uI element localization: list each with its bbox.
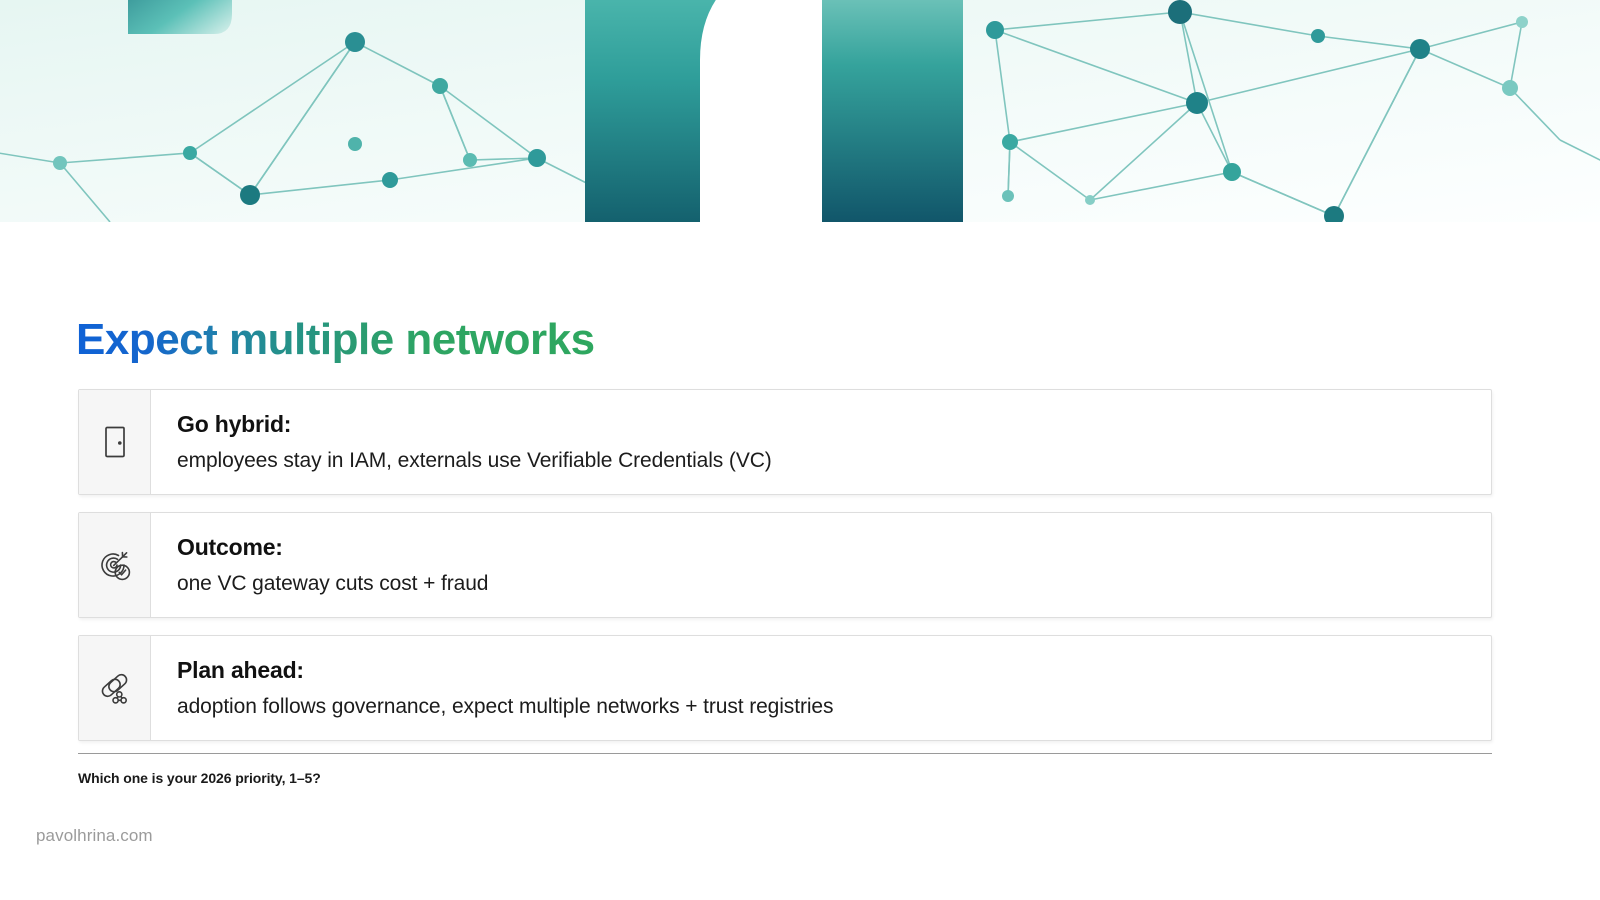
target-check-icon-cell [79, 513, 151, 618]
point-card-body: Plan ahead: adoption follows governance,… [151, 636, 1491, 740]
page-title: Expect multiple networks [76, 315, 595, 364]
banner-hero [0, 0, 1600, 222]
points-list: Go hybrid: employees stay in IAM, extern… [78, 389, 1492, 758]
door-icon [102, 425, 128, 459]
call-to-action-question: Which one is your 2026 priority, 1–5? [78, 770, 321, 786]
network-graphic [0, 0, 1600, 222]
point-card-body: Outcome: one VC gateway cuts cost + frau… [151, 513, 1491, 617]
point-card-description: adoption follows governance, expect mult… [177, 694, 834, 718]
door-icon-cell [79, 390, 151, 495]
network-links-icon [98, 671, 132, 705]
target-check-icon [98, 548, 132, 582]
point-card-description: employees stay in IAM, externals use Ver… [177, 448, 772, 472]
network-links-icon-cell [79, 636, 151, 741]
point-card-go-hybrid[interactable]: Go hybrid: employees stay in IAM, extern… [78, 389, 1492, 496]
point-card-title: Outcome: [177, 534, 283, 561]
footer-divider [78, 753, 1492, 754]
site-attribution: pavolhrina.com [36, 826, 153, 845]
point-card-title: Plan ahead: [177, 657, 304, 684]
point-card-title: Go hybrid: [177, 411, 292, 437]
point-card-description: one VC gateway cuts cost + fraud [177, 571, 489, 595]
point-card-plan-ahead[interactable]: Plan ahead: adoption follows governance,… [78, 635, 1492, 742]
point-card-body: Go hybrid: employees stay in IAM, extern… [151, 390, 1491, 494]
point-card-outcome[interactable]: Outcome: one VC gateway cuts cost + frau… [78, 512, 1492, 619]
